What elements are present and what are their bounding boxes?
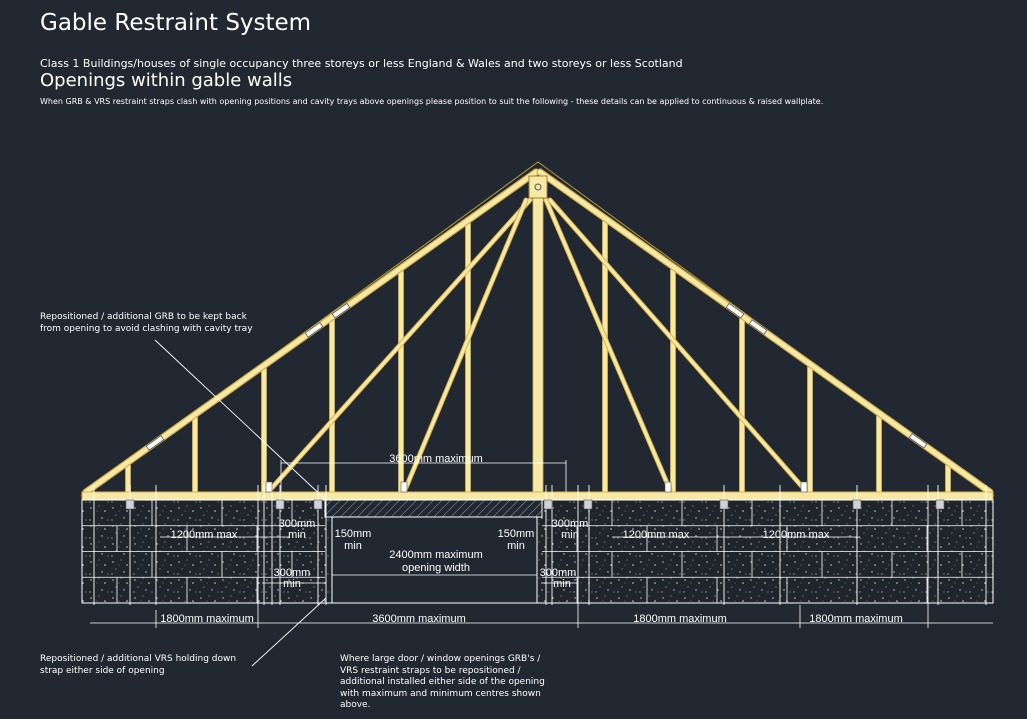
stud-11 xyxy=(876,415,882,493)
dim-1800-right-b: 1800mm maximum xyxy=(809,613,903,625)
dim-1200-right-a: 1200mm max xyxy=(623,529,690,541)
grb-strap-body xyxy=(304,322,324,338)
grb-strap-5 xyxy=(748,319,768,335)
plate-clip-1 xyxy=(265,481,273,493)
dim-1200-right-b: 1200mm max xyxy=(763,529,830,541)
grb-strap-body xyxy=(145,435,165,451)
truss-studs xyxy=(125,194,951,493)
dim-300-right-lower: 300mm xyxy=(540,567,577,579)
dim-opening-width: 2400mm maximum xyxy=(389,549,483,561)
annotation-large-openings: Where large door / window openings GRB's… xyxy=(340,654,545,710)
restraint-verticals xyxy=(93,481,987,605)
stud-4 xyxy=(329,319,335,493)
stud-8 xyxy=(670,269,676,493)
web-4 xyxy=(548,198,807,492)
plate-clip-3 xyxy=(664,481,672,493)
bracket-5 xyxy=(583,499,593,510)
plate-clip-2 xyxy=(400,481,408,493)
grb-straps xyxy=(145,302,928,451)
dim-300-right-upper-sub: min xyxy=(561,529,579,541)
stud-10 xyxy=(807,366,813,493)
dim-1800-right-a: 1800mm maximum xyxy=(633,613,727,625)
dim-300-left-lower-sub: min xyxy=(283,578,301,590)
bracket-2 xyxy=(275,499,285,510)
leader-grb xyxy=(154,339,327,501)
grb-strap-2 xyxy=(304,322,324,338)
page-title: Gable Restraint System xyxy=(40,10,312,36)
web-2 xyxy=(403,198,528,492)
dim-150-right-sub: min xyxy=(507,540,525,552)
grb-strap-body xyxy=(748,319,768,335)
ridge-bolt xyxy=(534,183,542,191)
dim-300-left-upper: 300mm xyxy=(279,518,316,530)
stud-9 xyxy=(739,318,745,493)
grb-strap-6 xyxy=(908,432,928,449)
grb-strap-body xyxy=(331,302,351,319)
dim-1200-left: 1200mm max xyxy=(171,529,238,541)
dim-150-left-sub: min xyxy=(344,540,362,552)
king-post xyxy=(532,194,544,493)
grb-strap-3 xyxy=(331,302,351,319)
bracket-6 xyxy=(719,499,729,510)
web-3 xyxy=(544,198,672,492)
dim-3600-bottom: 3600mm maximum xyxy=(372,613,466,625)
grb-strap-1 xyxy=(145,435,165,451)
leader-vrs xyxy=(251,597,327,667)
page-subtitle: Class 1 Buildings/houses of single occup… xyxy=(40,57,683,70)
bracket-3 xyxy=(313,499,323,510)
dim-opening-width-sub: opening width xyxy=(402,562,470,574)
bracket-1 xyxy=(125,499,135,510)
dim-300-left-lower: 300mm xyxy=(274,567,311,579)
grb-strap-4 xyxy=(725,302,745,319)
opening xyxy=(331,516,538,604)
dim-150-right: 150mm xyxy=(498,528,535,540)
stud-3 xyxy=(261,368,267,493)
stud-12 xyxy=(945,464,951,493)
bracket-8 xyxy=(935,499,945,510)
section-heading: Openings within gable walls xyxy=(40,70,293,91)
dim-300-left-upper-sub: min xyxy=(288,529,306,541)
section-note: When GRB & VRS restraint straps clash wi… xyxy=(40,97,824,106)
plate-clip-4 xyxy=(800,481,808,493)
dim-top-span: 3600mm maximum xyxy=(389,453,483,465)
dim-150-left: 150mm xyxy=(335,528,372,540)
grb-strap-body xyxy=(908,432,928,449)
bracket-4 xyxy=(543,499,553,510)
web-1 xyxy=(268,198,532,492)
annotation-grb: Repositioned / additional GRB to be kept… xyxy=(40,312,253,334)
dim-300-right-lower-sub: min xyxy=(553,578,571,590)
dim-300-right-upper: 300mm xyxy=(552,518,589,530)
wallplate xyxy=(81,491,994,501)
annotation-vrs: Repositioned / additional VRS holding do… xyxy=(40,654,237,676)
lintel xyxy=(324,499,543,518)
stud-2 xyxy=(192,417,198,493)
dim-1800-left: 1800mm maximum xyxy=(160,613,254,625)
ridge-plate xyxy=(528,175,548,199)
bracket-7 xyxy=(852,499,862,510)
grb-strap-body xyxy=(725,302,745,319)
dimension-lines xyxy=(90,460,993,628)
